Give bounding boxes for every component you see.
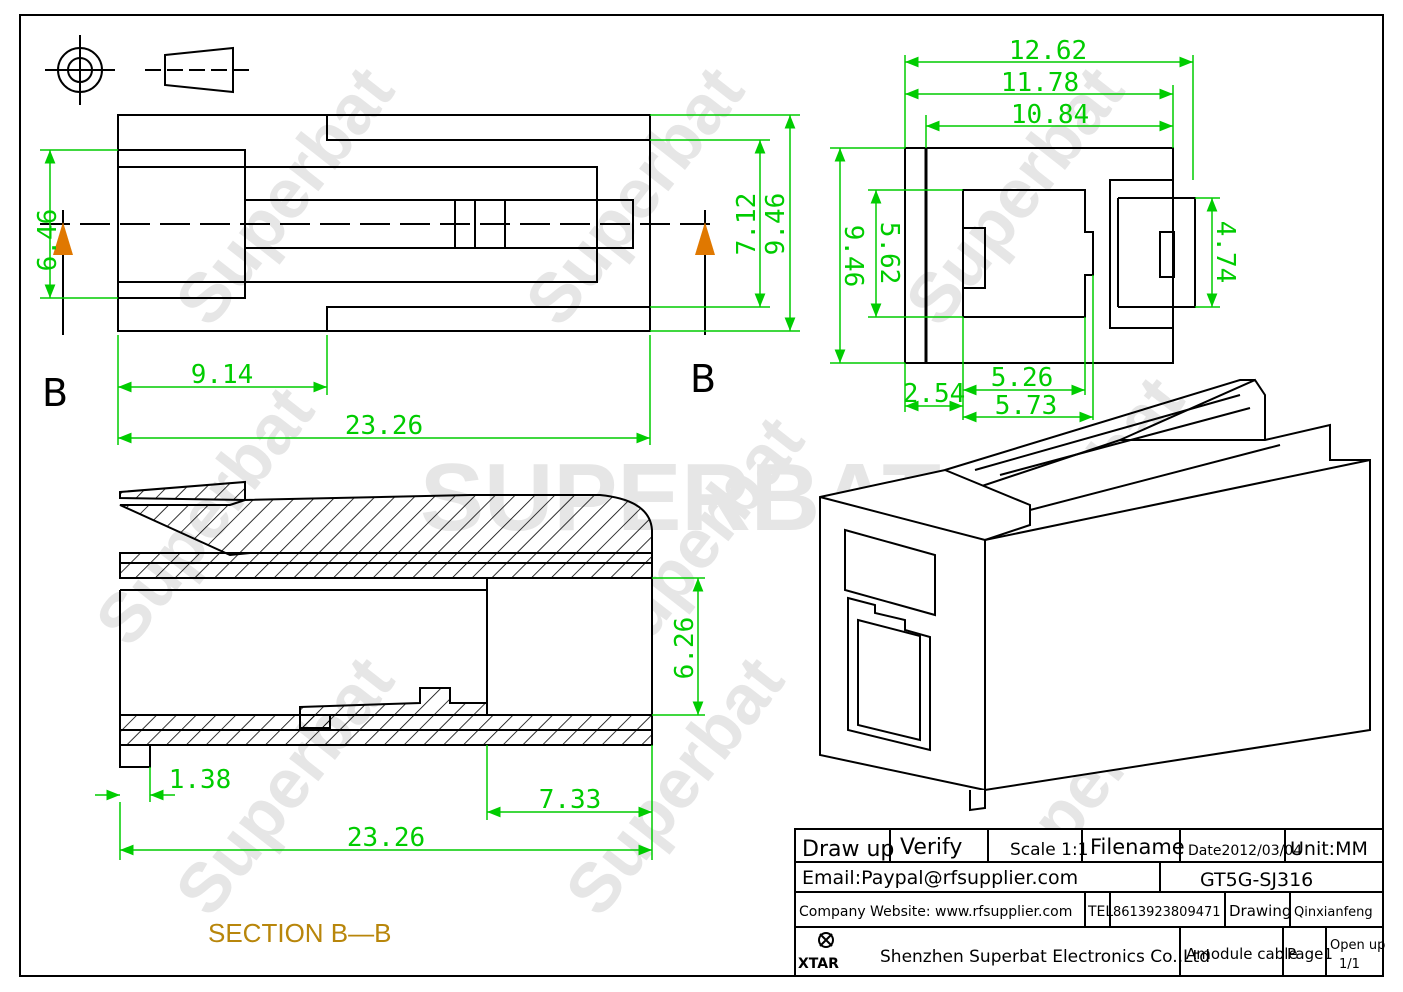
tb-draw-up: Draw up [802, 837, 894, 862]
dim-sec-h1: 6.26 [670, 617, 700, 680]
tb-phone: 8613923809471 [1113, 905, 1221, 920]
dim-end-w3: 10.84 [1011, 100, 1089, 130]
dim-end-b3: 5.73 [995, 391, 1058, 421]
dim-end-b2: 5.26 [991, 363, 1054, 393]
section-view [119, 480, 653, 768]
section-view-dimensions [95, 577, 705, 860]
tb-product: Amodule cable [1186, 945, 1298, 963]
dim-top-w1: 9.14 [191, 360, 254, 390]
dim-top-w2: 23.26 [345, 411, 423, 441]
dim-sec-w3: 23.26 [347, 823, 425, 853]
dim-end-h3: 4.74 [1210, 221, 1240, 284]
tb-logo-text: XTAR [798, 956, 839, 972]
isometric-view [819, 378, 1371, 812]
tb-website: Company Website: www.rfsupplier.com [799, 904, 1072, 920]
watermark-small-1: Superbat [160, 52, 408, 339]
section-marker-right: B [690, 357, 716, 401]
tb-email: Email:Paypal@rfsupplier.com [802, 867, 1078, 889]
dim-end-w1: 12.62 [1009, 36, 1087, 66]
end-view [904, 147, 1196, 364]
title-block-text: Draw up Verify Scale 1:1 Filename Date20… [798, 835, 1385, 972]
dim-top-h3: 9.46 [761, 193, 791, 256]
section-label: SECTION B—B [208, 918, 391, 948]
dim-end-h1: 9.46 [838, 225, 868, 288]
dim-end-w2: 11.78 [1001, 68, 1079, 98]
xtar-logo-icon [818, 932, 834, 948]
dim-top-h2: 7.12 [732, 193, 762, 256]
dim-top-h1: 6.46 [33, 209, 63, 272]
title-block [794, 828, 1384, 977]
top-view [40, 114, 720, 332]
tb-filename-label: Filename [1090, 835, 1185, 859]
tb-open-up: Open up [1330, 938, 1385, 953]
section-arrows [53, 210, 715, 335]
tb-scale: Scale 1:1 [1010, 840, 1089, 860]
tb-open-up-val: 1/1 [1339, 957, 1360, 972]
tb-filename: GT5G-SJ316 [1200, 869, 1313, 891]
dim-end-h2: 5.62 [874, 222, 904, 285]
tb-page: Page1 [1287, 945, 1333, 963]
tb-drawing: Drawing [1229, 902, 1291, 920]
dim-sec-w1: 1.38 [169, 765, 232, 795]
tb-drawer: Qinxianfeng [1294, 905, 1373, 920]
dim-sec-w2: 7.33 [539, 785, 602, 815]
tb-tel: TEL [1087, 904, 1113, 920]
section-marker-left: B [42, 371, 68, 415]
tb-date: Date2012/03/04 [1188, 843, 1302, 859]
end-view-dimensions [830, 55, 1220, 423]
dim-end-b1: 2.54 [903, 379, 966, 409]
top-view-dimensions [40, 114, 800, 445]
projection-symbol [45, 35, 255, 105]
tb-verify: Verify [900, 835, 962, 860]
tb-unit: Unit:MM [1290, 838, 1368, 860]
tb-company: Shenzhen Superbat Electronics Co.,Ltd [880, 947, 1210, 967]
sheet-border [19, 14, 1384, 977]
watermark-small-2: Superbat [510, 52, 758, 339]
